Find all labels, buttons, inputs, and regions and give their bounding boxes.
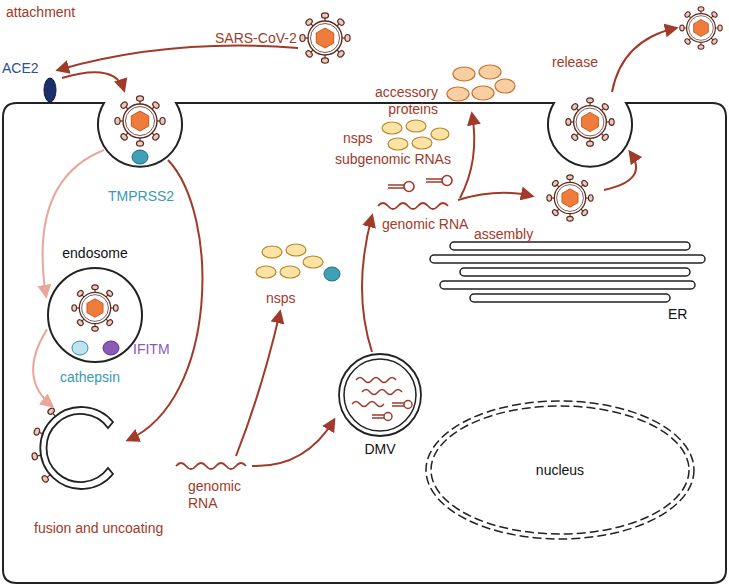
text-label: subgenomic RNAs: [335, 151, 451, 168]
ifitm-protein: [103, 341, 119, 355]
node-outline: [338, 353, 422, 437]
text-label: cathepsin: [60, 369, 120, 386]
node-label: ER: [668, 306, 687, 322]
flow-arrow: [604, 152, 636, 190]
dmv-node: DMV: [338, 353, 422, 437]
subgenomic-rna-hairpin: [388, 176, 452, 192]
nuclear-envelope: [426, 401, 694, 539]
virus-icon: [115, 96, 165, 146]
accessory-protein-ovals: [447, 65, 515, 101]
text-label: attachment: [6, 4, 75, 21]
ace2-receptor: [44, 78, 56, 102]
node-label: nucleus: [536, 462, 584, 478]
text-label: ACE2: [2, 60, 39, 77]
text-label: SARS-CoV-2: [215, 30, 297, 47]
endosome-node: endosome: [47, 267, 143, 363]
er-cisterna: [440, 281, 695, 289]
flow-connector: [33, 329, 52, 406]
virus-icon: [300, 13, 350, 63]
text-label: genomic RNA: [382, 216, 468, 233]
text-label: nsps: [343, 130, 373, 147]
node-outline: [40, 406, 124, 490]
er-node: ER: [430, 240, 705, 302]
fusion-node: fusion and uncoating: [40, 406, 124, 490]
endosome-outline: [48, 268, 142, 362]
cathepsin-protein: [72, 341, 88, 355]
text-label: nsps: [266, 290, 296, 307]
flow-arrow: [458, 193, 532, 200]
text-label: TMPRSS2: [108, 188, 174, 205]
cell-membrane: [3, 103, 726, 583]
text-label: accessory proteins: [366, 84, 438, 118]
nsp-ovals: [256, 244, 323, 278]
er-cisterna: [450, 242, 690, 250]
text-label: assembly: [474, 226, 533, 243]
node-outline: [430, 240, 705, 302]
genomic-rna-wave: [378, 203, 448, 209]
flow-arrow: [612, 28, 676, 92]
node-outline: [47, 267, 143, 363]
text-label: release: [552, 54, 598, 71]
virus-icon: [547, 175, 593, 221]
text-label: IFITM: [133, 341, 170, 358]
flow-arrow: [362, 216, 372, 352]
flow-arrow: [252, 420, 334, 466]
fusion-crescent: [40, 407, 113, 489]
nsp-ovals: [382, 120, 449, 150]
dmv-outer-membrane: [339, 354, 421, 436]
flow-arrow: [236, 312, 280, 456]
crescent-spikes: [32, 407, 59, 483]
nucleus-node: nucleus: [425, 400, 695, 540]
tmprss2-protein: [324, 267, 340, 281]
virus-icon: [72, 285, 118, 331]
flow-arrow: [62, 72, 124, 90]
virus-icon: [680, 7, 722, 49]
dmv-rna: [352, 378, 412, 421]
dmv-inner-membrane: [344, 359, 416, 431]
genomic-rna-wave: [176, 463, 246, 469]
node-label: endosome: [62, 245, 127, 261]
node-label: DMV: [364, 441, 395, 457]
tmprss2-protein: [132, 150, 148, 164]
er-cisterna: [430, 255, 705, 263]
er-cisterna: [460, 268, 690, 276]
flow-arrow: [58, 46, 298, 70]
nuclear-envelope: [431, 406, 689, 534]
er-cisterna: [470, 294, 670, 302]
node-label: fusion and uncoating: [34, 520, 163, 536]
flow-arrow: [460, 114, 474, 198]
virus-icon: [566, 98, 614, 146]
text-label: genomic RNA: [188, 478, 250, 512]
